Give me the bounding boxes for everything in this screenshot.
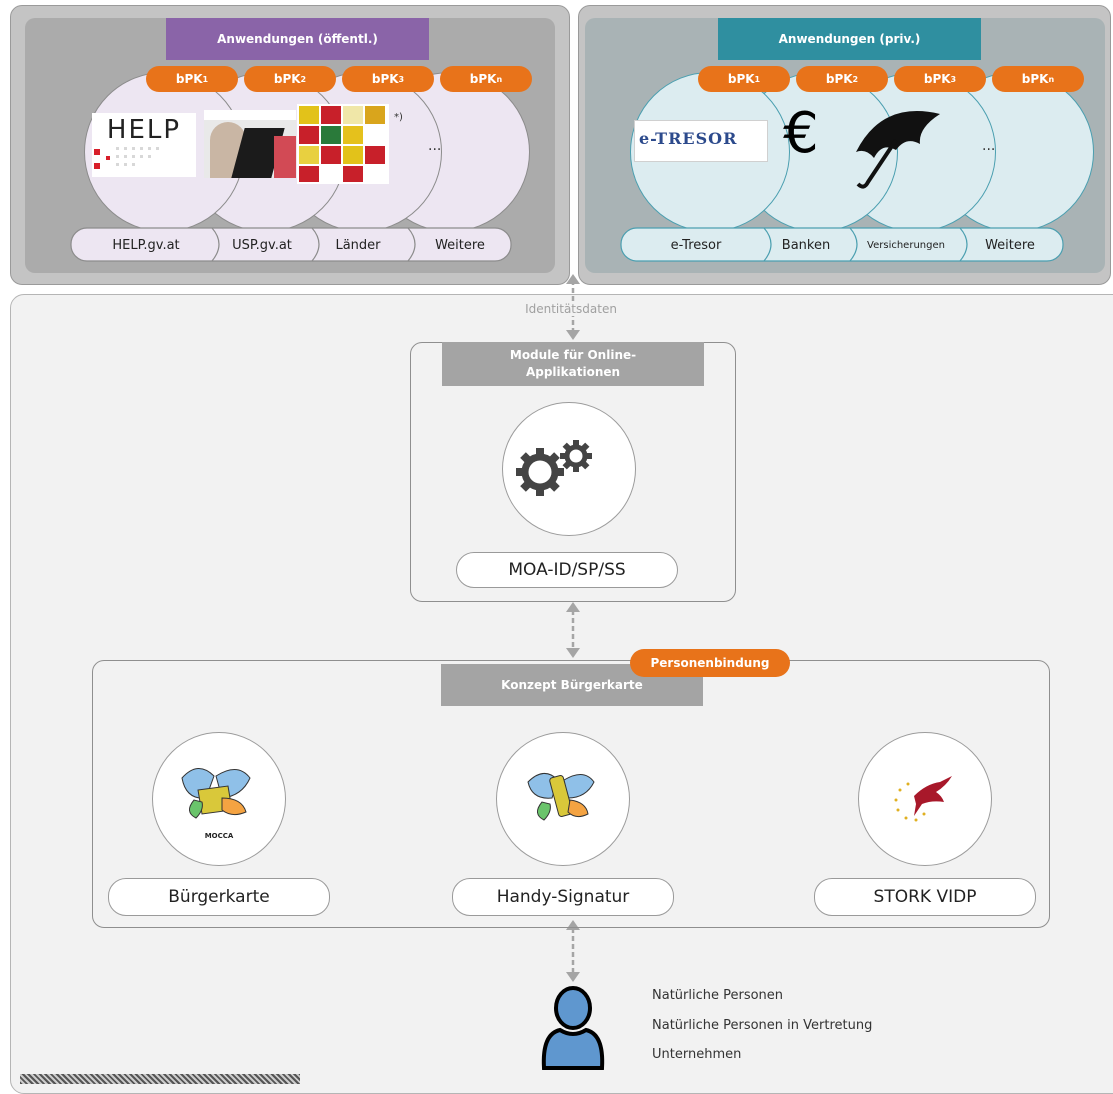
private-label-weitere: Weitere — [985, 237, 1035, 253]
identity-data-label: Identitätsdaten — [512, 302, 630, 316]
help-logo-dots — [94, 147, 159, 169]
usp-portal-image — [204, 110, 296, 178]
person-icon — [541, 986, 605, 1070]
personenbindung-badge: Personenbindung — [630, 649, 790, 677]
public-apps-header: Anwendungen (öffentl.) — [166, 18, 429, 60]
citizen-card-icon — [181, 768, 251, 819]
laender-coat-of-arms-grid — [297, 104, 389, 184]
module-header: Module für Online-Applikationen — [442, 342, 704, 386]
etresor-logo-text: e-TRESOR — [639, 129, 738, 148]
etresor-logo: e-TRESOR — [634, 120, 768, 162]
euro-icon: € — [783, 101, 819, 166]
mobile-signature-icon — [527, 773, 595, 821]
public-ellipsis: ... — [428, 138, 442, 154]
gears-icon — [516, 440, 592, 496]
module-label: MOA-ID/SP/SS — [456, 552, 678, 588]
help-logo: HELP — [92, 113, 196, 177]
public-label-weitere: Weitere — [435, 237, 485, 253]
laender-footnote: *) — [394, 112, 403, 123]
private-label-versicherungen: Versicherungen — [867, 239, 945, 251]
private-apps-header: Anwendungen (priv.) — [718, 18, 981, 60]
persons-representation: Natürliche Personen in Vertretung — [652, 1018, 873, 1033]
help-logo-text: HELP — [106, 115, 182, 145]
stork-vidp-label: STORK VIDP — [814, 878, 1036, 916]
public-label-usp: USP.gv.at — [232, 237, 292, 253]
buergerkarte-label: Bürgerkarte — [108, 878, 330, 916]
public-label-laender: Länder — [335, 237, 381, 253]
persons-natural: Natürliche Personen — [652, 988, 784, 1003]
private-labels-bar — [620, 227, 1064, 262]
persons-companies: Unternehmen — [652, 1047, 742, 1062]
bottom-hatched-bar — [20, 1074, 300, 1084]
public-labels-bar — [70, 227, 512, 262]
private-label-banken: Banken — [781, 237, 831, 253]
umbrella-icon — [856, 111, 940, 189]
concept-box — [92, 660, 1050, 928]
handy-signatur-label: Handy-Signatur — [452, 878, 674, 916]
stork-icon — [894, 776, 952, 822]
private-ellipsis: ... — [982, 138, 996, 154]
mocca-logo: MOCCA — [204, 832, 234, 840]
private-label-etresor: e-Tresor — [670, 237, 722, 253]
public-label-help: HELP.gv.at — [112, 237, 180, 253]
